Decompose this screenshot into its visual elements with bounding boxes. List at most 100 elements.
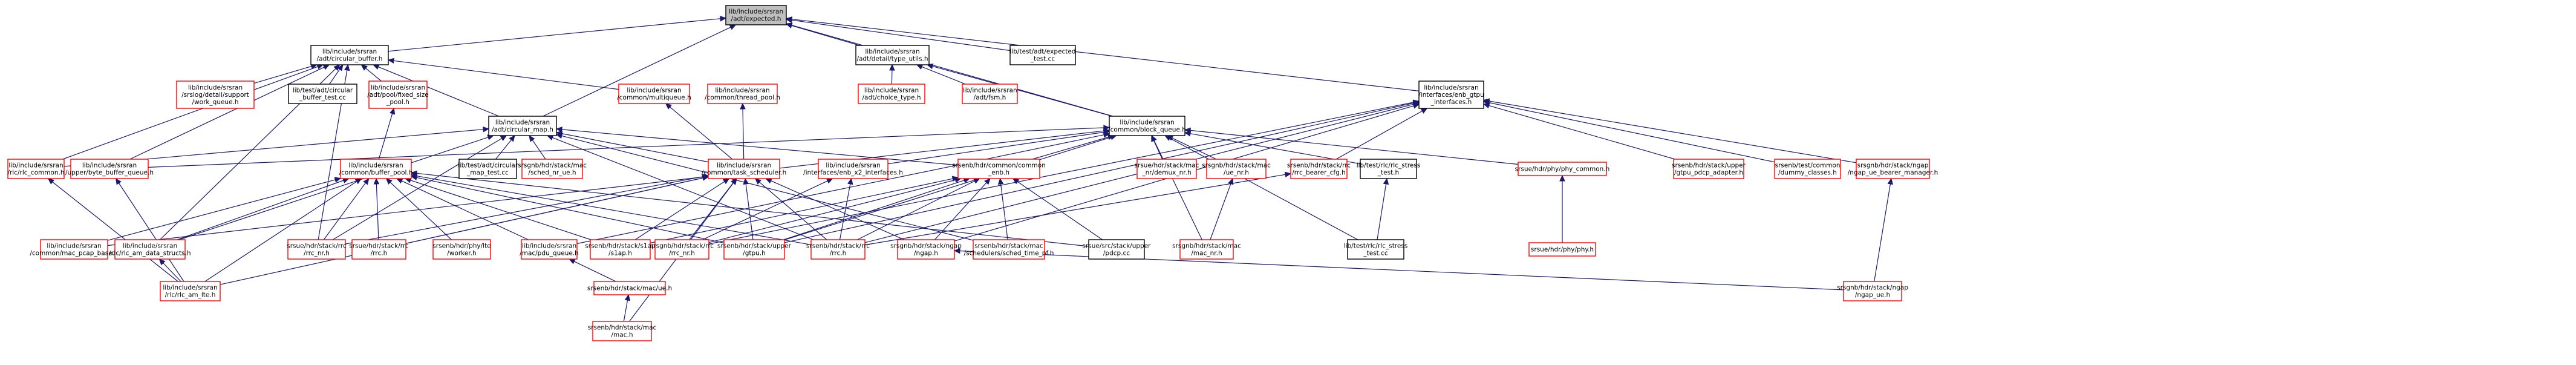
node-rlcstresstest[interactable]: lib/test/rlc/rlc_stress_test.h [1357, 159, 1421, 179]
node-taskscheduler[interactable]: lib/include/srsran/common/task_scheduler… [702, 159, 787, 179]
node-label-line: /mac.h [611, 332, 633, 339]
node-rlcstresscc[interactable]: lib/test/rlc/rlc_stress_test.cc [1344, 239, 1408, 260]
node-box [618, 84, 690, 104]
node-typeutils[interactable]: lib/include/srsran/adt/detail/type_utils… [855, 45, 930, 65]
node-fixedpool[interactable]: lib/include/srsran/adt/pool/fixed_size_p… [367, 81, 429, 109]
edge-arrowhead [1103, 132, 1110, 138]
node-rrcenb[interactable]: srsenb/hdr/stack/rrc/rrc.h [806, 239, 870, 260]
node-macpcap[interactable]: lib/include/srsran/common/mac_pcap_base.… [30, 239, 119, 260]
node-exptest[interactable]: lib/test/adt/expected_test.cc [1009, 45, 1076, 65]
node-phyh[interactable]: srsue/hdr/phy/phy.h [1528, 242, 1596, 257]
edge-arrowhead [722, 178, 730, 185]
edge-pdcpupper-to-commonenb [1012, 178, 1103, 240]
node-blockqueue[interactable]: lib/include/srsran/common/block_queue.h [1108, 116, 1186, 136]
edge-line [1489, 102, 1775, 163]
node-enbworker[interactable]: srsenb/hdr/phy/lte/worker.h [432, 239, 491, 260]
node-label-line: /ue_nr.h [1224, 169, 1249, 177]
edge-line [791, 19, 1011, 51]
node-box [458, 159, 517, 179]
node-box [708, 159, 780, 179]
edge-rlcstresscc-to-blockqueue [1164, 135, 1358, 240]
node-multiqueue[interactable]: lib/include/srsran/common/multiqueue.h [617, 84, 691, 104]
node-schedtimepf[interactable]: srsenb/hdr/stack/mac/schedulers/sched_ti… [964, 239, 1054, 260]
node-rrcue[interactable]: srsue/hdr/stack/rrc/rrc.h [349, 239, 409, 260]
node-ueh[interactable]: srsenb/hdr/stack/mac/ue.h [587, 281, 672, 295]
edge-arrowhead [354, 178, 362, 185]
node-rrcnr[interactable]: srsue/hdr/stack/rrc/rrc_nr.h [287, 239, 347, 260]
edge-arrowhead [337, 64, 344, 71]
node-workqueue[interactable]: lib/include/srsran/srslog/detail/support… [176, 81, 255, 109]
node-commonenb[interactable]: srsenb/hdr/common/common_enb.h [952, 159, 1046, 179]
node-enbgtpu[interactable]: lib/include/srsran/interfaces/enb_gtpu_i… [1418, 81, 1484, 109]
edge-line [650, 178, 953, 244]
node-ngapbearer[interactable]: srsgnb/hdr/stack/ngap/ngap_ue_bearer_man… [1848, 159, 1938, 179]
node-box [1136, 159, 1197, 179]
node-macpduqueue[interactable]: lib/include/srsran/mac/pdu_queue.h [520, 239, 579, 260]
edge-arrowhead [546, 135, 554, 140]
edge-line [791, 25, 1114, 117]
node-gtpu[interactable]: srsenb/hdr/stack/upper/gtpu.h [717, 239, 792, 260]
node-dummyclasses[interactable]: srsenb/test/common/dummy_classes.h [1774, 159, 1841, 179]
node-circbuftest[interactable]: lib/test/adt/circular_buffer_test.cc [288, 84, 357, 104]
node-schednrue[interactable]: srsgnb/hdr/stack/mac/sched_nr_ue.h [518, 159, 587, 179]
edge-line [561, 129, 959, 166]
node-rrcnrgnb[interactable]: srsgnb/hdr/stack/rrc/rrc_nr.h [650, 239, 714, 260]
edge-line [552, 137, 814, 240]
edge-arrowhead [973, 178, 980, 184]
node-rlccommon[interactable]: lib/include/srsran/rlc/rlc_common.h [7, 159, 65, 179]
node-label-line: lib/include/srsran [962, 87, 1017, 94]
node-s1ap[interactable]: srsenb/hdr/stack/s1ap/s1ap.h [585, 239, 656, 260]
node-demux[interactable]: srsue/hdr/stack/mac_nr/demux_nr.h [1135, 159, 1199, 179]
node-phycommon[interactable]: srsue/hdr/phy/phy_common.h [1515, 162, 1610, 176]
edge-line [1489, 105, 1675, 160]
edge-line [543, 27, 731, 117]
edge-macpcap-to-blockqueue [107, 128, 1110, 246]
nodes-layer: lib/include/srsran/adt/expected.h lib/inc… [7, 5, 1938, 341]
node-box [593, 281, 666, 295]
edge-line [857, 180, 975, 240]
node-label-line: lib/include/srsran [8, 162, 63, 169]
edge-line [1017, 181, 1103, 240]
edge-rlcamlte-to-rlcamds [158, 258, 181, 282]
edge-line [1153, 140, 1163, 160]
node-uenr[interactable]: srsgnb/hdr/stack/mac/ue_nr.h [1202, 159, 1271, 179]
node-label-line: lib/include/srsran [627, 87, 681, 94]
edge-line [52, 182, 178, 282]
node-label-line: /adt/fsm.h [974, 94, 1006, 102]
node-circbuf[interactable]: lib/include/srsran/adt/circular_buffer.h [310, 45, 389, 65]
node-label-line: /upper/byte_buffer_queue.h [65, 169, 154, 177]
node-label-line: srsenb/hdr/common/common [952, 162, 1046, 169]
node-macnr[interactable]: srsgnb/hdr/stack/mac/mac_nr.h [1172, 239, 1241, 260]
edge-arrowhead [500, 135, 507, 142]
node-mach[interactable]: srsenb/hdr/stack/mac/mac.h [588, 321, 657, 341]
node-label-line: lib/include/srsran [865, 48, 919, 56]
edge-arrowhead [826, 178, 833, 184]
node-ngapue[interactable]: srsgnb/hdr/stack/ngap/ngap_ue.h [1837, 281, 1908, 301]
node-bufferpool[interactable]: lib/include/srsran/common/buffer_pool.h [339, 159, 413, 179]
node-expected: lib/include/srsran/adt/expected.h [725, 5, 787, 25]
node-enbx2[interactable]: lib/include/srsran/interfaces/enb_x2_int… [803, 159, 903, 179]
node-fsm[interactable]: lib/include/srsran/adt/fsm.h [962, 84, 1018, 104]
node-circmaptest[interactable]: lib/test/adt/circular_map_test.cc [458, 159, 518, 179]
node-rlcamlte[interactable]: lib/include/srsran/rlc/rlc_am_lte.h [160, 281, 221, 301]
edge-pdcpupper-to-bufferpool [410, 170, 1089, 247]
node-bytebuf[interactable]: lib/include/srsran/upper/byte_buffer_que… [65, 159, 154, 179]
node-ngap[interactable]: srsgnb/hdr/stack/ngap/ngap.h [890, 239, 962, 260]
node-rlcbearer[interactable]: srsenb/hdr/stack/rrc/rrc_bearer_cfg.h [1287, 159, 1351, 179]
node-choicetype[interactable]: lib/include/srsran/adt/choice_type.h [858, 84, 925, 104]
edge-line [783, 180, 965, 240]
edge-arrowhead [740, 102, 746, 110]
node-pdcpadapter[interactable]: srsenb/hdr/stack/upper/gtpu_pdcp_adapter… [1672, 159, 1746, 179]
node-box [810, 239, 866, 260]
node-label-line: srsenb/hdr/stack/mac [588, 324, 657, 332]
node-pdcpupper[interactable]: srsue/src/stack/upper/pdcp.cc [1083, 239, 1152, 260]
node-box [1528, 242, 1596, 257]
node-rlcamds[interactable]: lib/include/srsran/rlc/rlc_am_data_struc… [109, 239, 191, 260]
node-threadpool[interactable]: lib/include/srsran/common/thread_pool.h [705, 84, 780, 104]
node-label-line: /gtpu.h [743, 250, 766, 257]
node-label-line: /common/mac_pcap_base.h [30, 250, 118, 257]
node-circmap[interactable]: lib/include/srsran/adt/circular_map.h [488, 116, 557, 136]
node-label-line: lib/include/srsran [1120, 119, 1174, 127]
edge-arrowhead [372, 64, 380, 70]
edge-schedtimepf-to-commonenb [997, 177, 1008, 240]
